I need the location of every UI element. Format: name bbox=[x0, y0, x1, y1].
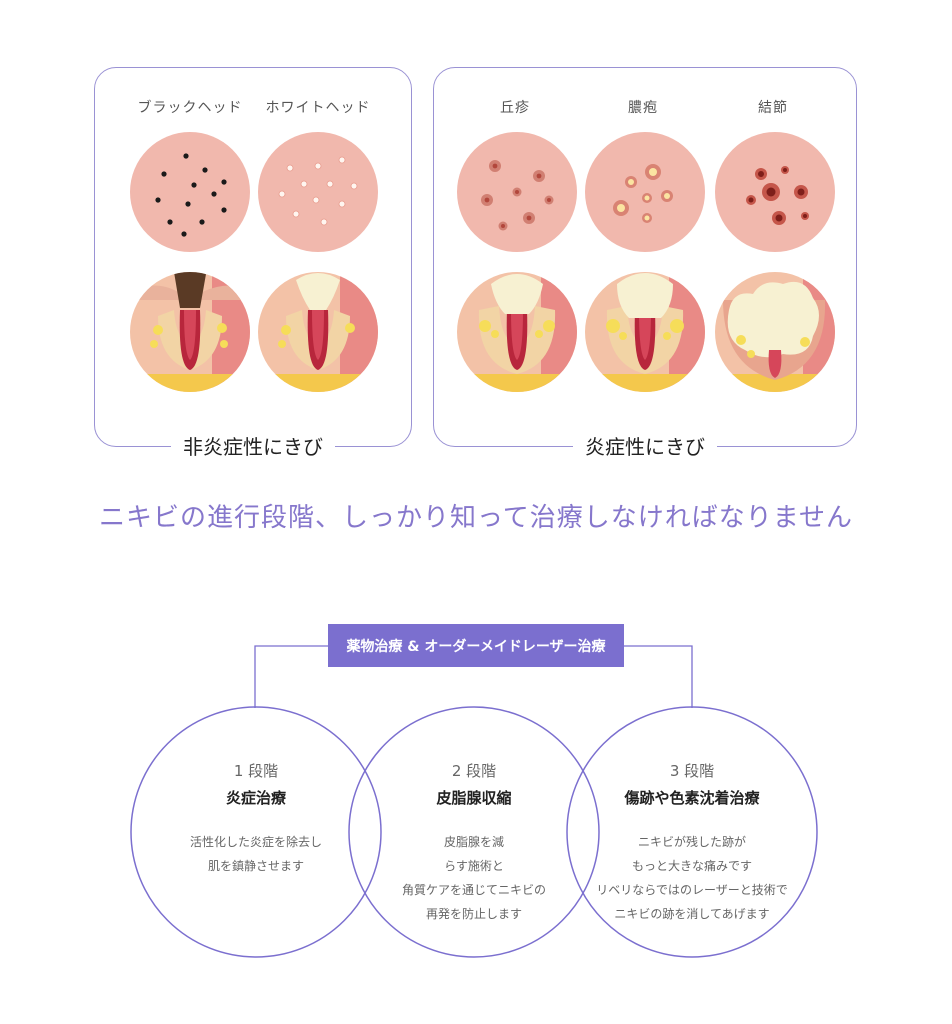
treatment-steps-diagram bbox=[130, 645, 818, 958]
desc-line: もっと大きな痛みです bbox=[631, 859, 752, 873]
desc-line: リベリならではのレーザーと技術で bbox=[596, 883, 788, 897]
page-headline: ニキビの進行段階、しっかり知って治療しなければなりません bbox=[99, 503, 853, 533]
step-number: 3 段階 bbox=[669, 762, 715, 780]
panel-title: 炎症性にきび bbox=[573, 433, 717, 461]
whitehead-label: ホワイトヘッド bbox=[265, 100, 371, 116]
step-description: ニキビが残した跡が もっと大きな痛みです リベリならではのレーザーと技術で ニキ… bbox=[572, 830, 812, 926]
desc-line: 再発を防止します bbox=[425, 907, 522, 921]
step-2: 2 段階 皮脂腺収縮 皮脂腺を減 らす施術と 角質ケアを通じてニキビの 再発を防… bbox=[354, 760, 594, 926]
desc-line: らす施術と bbox=[444, 859, 504, 873]
step-1-circle bbox=[130, 706, 382, 958]
papule-label: 丘疹 bbox=[500, 100, 530, 116]
step-description: 皮脂腺を減 らす施術と 角質ケアを通じてニキビの 再発を防止します bbox=[354, 830, 594, 926]
inflammatory-panel: 炎症性にきび bbox=[433, 67, 857, 461]
pustule-skin-illustration bbox=[585, 132, 705, 252]
treatment-tag: 薬物治療 & オーダーメイドレーザー治療 bbox=[328, 624, 624, 667]
step-3: 3 段階 傷跡や色素沈着治療 ニキビが残した跡が もっと大きな痛みです リベリな… bbox=[572, 760, 812, 926]
step-number: 2 段階 bbox=[451, 762, 497, 780]
nodule-label: 結節 bbox=[758, 100, 788, 116]
step-number: 1 段階 bbox=[233, 762, 279, 780]
pustule-pore-illustration bbox=[585, 272, 705, 392]
papule-pore-illustration bbox=[457, 272, 577, 392]
blackhead-label: ブラックヘッド bbox=[137, 100, 243, 116]
connector-right bbox=[624, 645, 693, 708]
desc-line: ニキビの跡を消してあげます bbox=[614, 907, 770, 921]
step-name: 炎症治療 bbox=[225, 789, 286, 807]
desc-line: ニキビが残した跡が bbox=[637, 835, 746, 849]
papule-skin-illustration bbox=[457, 132, 577, 252]
desc-line: 活性化した炎症を除去し bbox=[189, 835, 322, 849]
nodule-pore-illustration bbox=[715, 272, 835, 392]
step-3-circle bbox=[566, 706, 818, 958]
blackhead-pore-illustration bbox=[130, 272, 250, 392]
pustule-label: 膿疱 bbox=[628, 100, 658, 116]
desc-line: 皮脂腺を減 bbox=[443, 835, 504, 849]
connector-left bbox=[254, 645, 328, 708]
step-name: 傷跡や色素沈着治療 bbox=[624, 789, 760, 807]
step-2-circle bbox=[348, 706, 600, 958]
nodule-skin-illustration bbox=[715, 132, 835, 252]
panel-title: 非炎症性にきび bbox=[171, 433, 335, 461]
step-1: 1 段階 炎症治療 活性化した炎症を除去し 肌を鎮静させます bbox=[136, 760, 376, 878]
whitehead-pore-illustration bbox=[258, 272, 378, 392]
blackhead-skin-illustration bbox=[130, 132, 250, 252]
step-description: 活性化した炎症を除去し 肌を鎮静させます bbox=[136, 830, 376, 878]
step-name: 皮脂腺収縮 bbox=[436, 789, 512, 807]
desc-line: 角質ケアを通じてニキビの bbox=[401, 883, 546, 897]
non-inflammatory-panel: 非炎症性にきび bbox=[94, 67, 412, 461]
desc-line: 肌を鎮静させます bbox=[207, 859, 304, 873]
whitehead-skin-illustration bbox=[258, 132, 378, 252]
